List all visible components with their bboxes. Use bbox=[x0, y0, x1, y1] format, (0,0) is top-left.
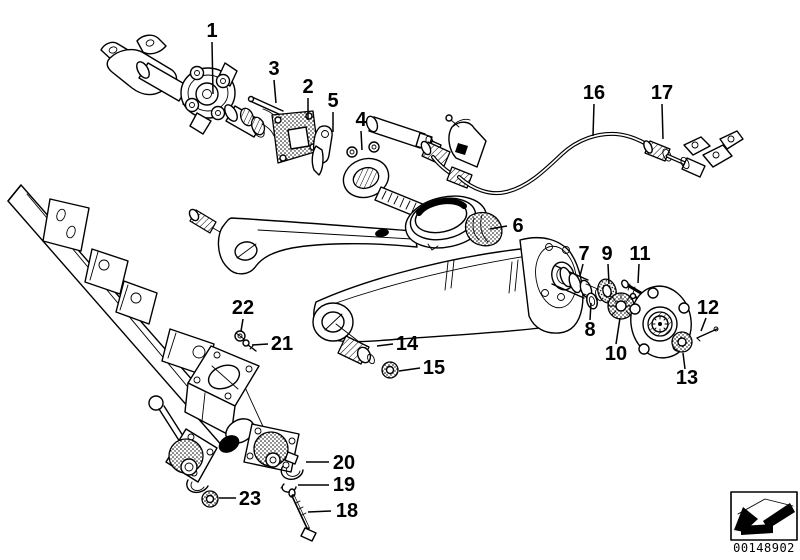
callout-label-4: 4 bbox=[355, 109, 367, 131]
callout-leader-18 bbox=[307, 510, 332, 513]
bearing-10 bbox=[607, 292, 635, 320]
callout-leader-17 bbox=[661, 103, 664, 140]
callout-leader-22 bbox=[240, 318, 244, 332]
callout-label-23: 23 bbox=[239, 488, 261, 510]
callout-label-15: 15 bbox=[423, 357, 445, 379]
output-flange-assembly bbox=[342, 115, 444, 226]
callout-leader-11 bbox=[637, 263, 640, 284]
callout-label-8: 8 bbox=[584, 319, 595, 341]
swing-arm bbox=[188, 195, 603, 343]
callout-leader-15 bbox=[398, 367, 421, 372]
tube-bracket bbox=[42, 198, 90, 252]
bolt-3 bbox=[247, 95, 284, 116]
callout-label-9: 9 bbox=[601, 243, 612, 265]
callout-leader-12 bbox=[700, 317, 707, 332]
universal-joint-assembly bbox=[100, 34, 238, 135]
callout-label-13: 13 bbox=[676, 367, 698, 389]
direction-of-travel-arrow-icon bbox=[734, 498, 795, 535]
pivot-pin-bush bbox=[188, 208, 221, 234]
hub-flange bbox=[629, 285, 692, 359]
callout-label-6: 6 bbox=[512, 215, 523, 237]
callout-leader-21 bbox=[251, 343, 269, 346]
cotter-pin-12 bbox=[696, 326, 719, 342]
nut-15 bbox=[381, 361, 399, 379]
callout-leader-1 bbox=[211, 41, 214, 95]
callout-label-22: 22 bbox=[232, 297, 254, 319]
figure-id: 00148902 bbox=[733, 541, 795, 555]
wheel-hub-assembly bbox=[586, 278, 719, 359]
callout-label-1: 1 bbox=[206, 20, 217, 42]
mount-left bbox=[165, 428, 218, 494]
callout-label-5: 5 bbox=[327, 90, 338, 112]
callout-label-17: 17 bbox=[651, 82, 673, 104]
callout-label-10: 10 bbox=[605, 343, 627, 365]
mount-bracket-box bbox=[184, 345, 273, 453]
pipe-bracket bbox=[680, 130, 744, 178]
brake-pipe-16 bbox=[457, 130, 744, 196]
clip-19 bbox=[280, 483, 297, 493]
callout-label-3: 3 bbox=[268, 58, 279, 80]
callout-leader-10 bbox=[615, 317, 621, 345]
pipe-union-17 bbox=[643, 140, 672, 162]
lever-bracket-5 bbox=[311, 125, 333, 176]
callout-label-18: 18 bbox=[336, 500, 358, 522]
castle-nut-13 bbox=[671, 331, 693, 353]
callout-label-7: 7 bbox=[578, 243, 589, 265]
bolt-18 bbox=[288, 488, 317, 542]
callout-label-14: 14 bbox=[396, 333, 419, 355]
callout-leader-7 bbox=[579, 263, 584, 277]
callout-label-11: 11 bbox=[629, 243, 650, 265]
washer-20 bbox=[280, 451, 304, 480]
frame-tube bbox=[7, 184, 239, 449]
callout-leader-9 bbox=[607, 263, 610, 285]
callout-leader-16 bbox=[592, 103, 595, 137]
callout-label-20: 20 bbox=[333, 452, 355, 474]
callout-leader-8 bbox=[589, 302, 592, 321]
stamp: 00148902 bbox=[730, 491, 798, 555]
callout-leader-3 bbox=[273, 79, 277, 104]
bolt-21 bbox=[242, 339, 250, 347]
flex-coupling bbox=[239, 107, 319, 164]
hose-fitting-cluster bbox=[420, 114, 487, 189]
callout-leader-6 bbox=[489, 225, 508, 230]
callout-leader-14 bbox=[376, 343, 394, 347]
bracket-fasteners bbox=[234, 330, 257, 352]
nut-23 bbox=[201, 490, 219, 508]
rubber-mounts bbox=[148, 395, 317, 542]
callout-label-21: 21 bbox=[271, 333, 293, 355]
callout-label-2: 2 bbox=[302, 76, 313, 98]
mount-right bbox=[243, 423, 300, 473]
callout-leader-13 bbox=[682, 352, 686, 370]
gaiter-boot-6 bbox=[464, 211, 503, 247]
callout-label-12: 12 bbox=[697, 297, 719, 319]
washer-8 bbox=[586, 292, 598, 310]
adjusting-bush-14 bbox=[337, 335, 375, 365]
callout-label-16: 16 bbox=[583, 82, 605, 104]
callout-leader-4 bbox=[360, 130, 363, 151]
input-collar bbox=[404, 195, 488, 251]
callout-label-19: 19 bbox=[333, 474, 355, 496]
